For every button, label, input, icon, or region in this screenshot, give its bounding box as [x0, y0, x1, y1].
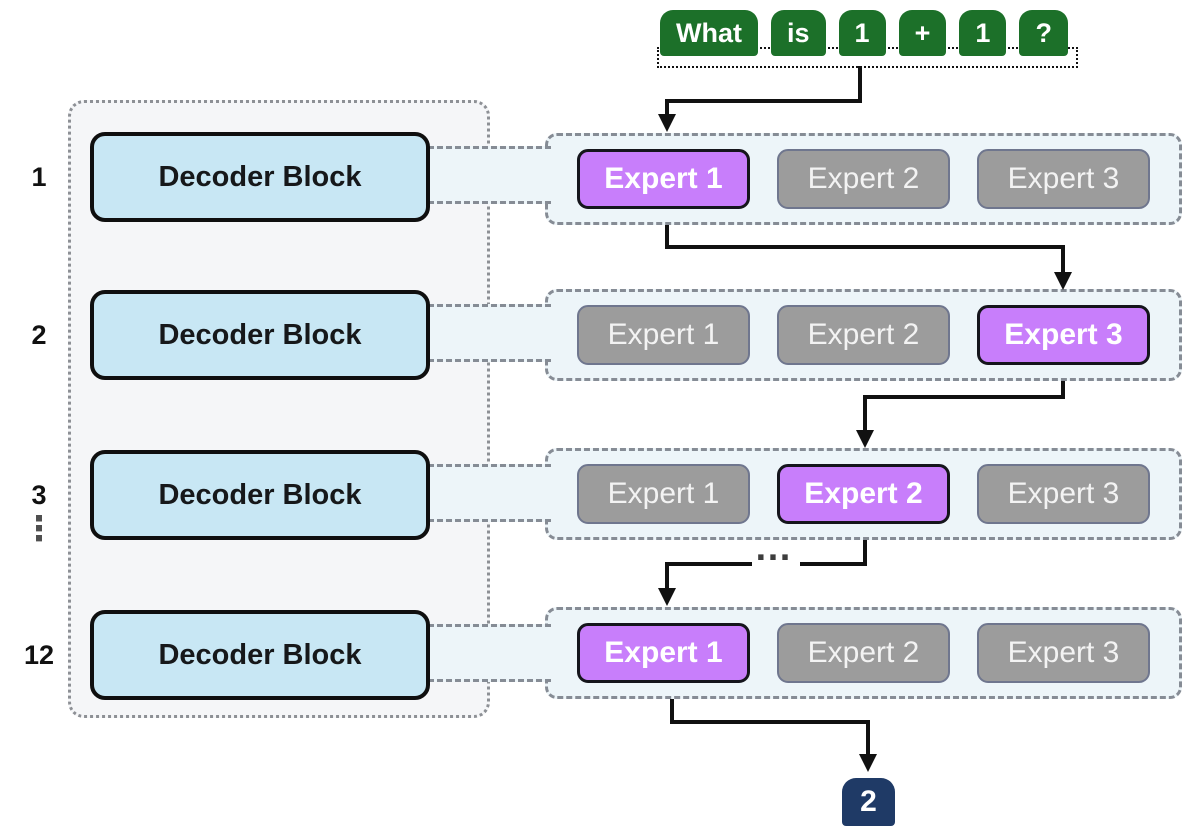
expert-chip: Expert 2 [777, 149, 950, 209]
input-token: is [771, 10, 826, 56]
decoder-connector-band-1 [428, 146, 551, 204]
layer-number-3: 3 [31, 480, 47, 510]
expert-chip: Expert 1 [577, 464, 750, 524]
decoder-block-1: Decoder Block [90, 132, 430, 222]
expert-chip: Expert 2 [777, 623, 950, 683]
flow-horizontal-ellipsis: … [754, 527, 794, 569]
input-token: + [898, 10, 947, 56]
expert-chip: Expert 3 [977, 464, 1150, 524]
expert-chip: Expert 1 [577, 305, 750, 365]
decoder-block-4: Decoder Block [90, 610, 430, 700]
expert-chip: Expert 3 [977, 305, 1150, 365]
decoder-connector-band-4 [428, 624, 551, 682]
decoder-connector-band-2 [428, 304, 551, 362]
input-token: 1 [838, 10, 886, 56]
expert-row-12: Expert 1 Expert 2 Expert 3 [545, 607, 1182, 699]
arrow-input-to-layer1-expert1 [658, 66, 862, 132]
expert-row-2: Expert 1 Expert 2 Expert 3 [545, 289, 1182, 381]
input-token: ? [1019, 10, 1068, 56]
layer-number-12: 12 [23, 640, 55, 670]
arrow-to-layer12-expert1 [658, 562, 752, 606]
expert-row-1: Expert 1 Expert 2 Expert 3 [545, 133, 1182, 225]
decoder-block-3: Decoder Block [90, 450, 430, 540]
input-token-strip: What is 1 + 1 ? [660, 10, 1068, 56]
output-token: 2 [842, 778, 895, 826]
layer-number-2: 2 [31, 320, 47, 350]
expert-chip: Expert 3 [977, 623, 1150, 683]
expert-row-3: Expert 1 Expert 2 Expert 3 [545, 448, 1182, 540]
decoder-block-2: Decoder Block [90, 290, 430, 380]
expert-chip: Expert 2 [777, 305, 950, 365]
layer-number-1: 1 [31, 162, 47, 192]
expert-chip: Expert 1 [577, 149, 750, 209]
decoder-connector-band-3 [428, 464, 551, 522]
expert-chip: Expert 2 [777, 464, 950, 524]
input-token: What [660, 10, 758, 56]
arrow-layer1-to-layer2-expert3 [665, 225, 1072, 290]
arrow-layer3-exit-segment [800, 540, 867, 566]
expert-chip: Expert 3 [977, 149, 1150, 209]
expert-chip: Expert 1 [577, 623, 750, 683]
layer-vertical-ellipsis: ⋮ [22, 510, 56, 548]
arrow-layer12-to-output [670, 699, 877, 772]
arrow-layer2-to-layer3-expert2 [856, 381, 1065, 448]
input-token: 1 [959, 10, 1007, 56]
